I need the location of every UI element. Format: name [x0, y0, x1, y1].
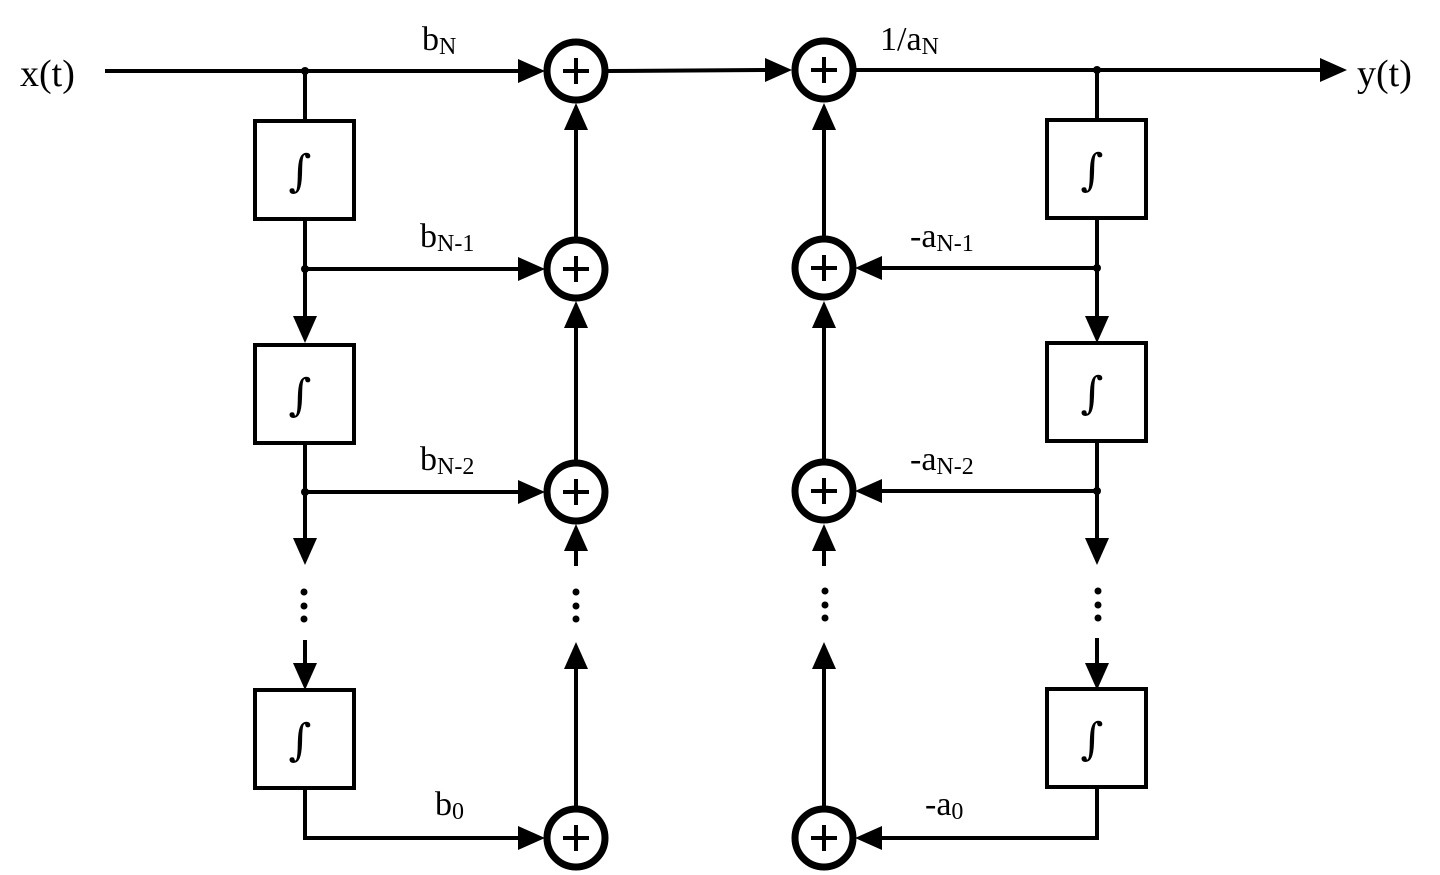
junction-dot [1093, 487, 1101, 495]
gain-label-bN-1: bN-1 [420, 218, 474, 257]
junction-dot [1093, 66, 1101, 74]
arrow-head [855, 826, 882, 850]
arrow-head [564, 301, 588, 328]
junction-dot [301, 67, 309, 75]
arrow-head [518, 480, 545, 504]
junction-dot [1093, 264, 1101, 272]
svg-text:∫: ∫ [1081, 368, 1104, 419]
gain-label-b0: b0 [435, 786, 464, 825]
connector-line [303, 788, 520, 840]
plus-icon [811, 478, 837, 504]
svg-text:∫: ∫ [289, 370, 312, 421]
arrow-head [1085, 316, 1109, 343]
arrow-head [564, 103, 588, 130]
gain-label-bN: bN [422, 21, 456, 60]
arrow-head [855, 256, 882, 280]
svg-text:∫: ∫ [1081, 145, 1104, 196]
gain-label-a0: -a0 [925, 786, 963, 825]
arrow-head [564, 524, 588, 551]
arrow-head [765, 58, 792, 82]
integrator-block: ∫ [1045, 118, 1148, 220]
arrow-head [812, 301, 836, 328]
plus-icon [563, 479, 589, 505]
junction-dot [301, 265, 309, 273]
arrow-head [855, 479, 882, 503]
arrow-head [293, 538, 317, 565]
plus-icon [563, 256, 589, 282]
plus-icon [811, 825, 837, 851]
summing-junction [543, 236, 609, 302]
summing-junction [791, 458, 857, 524]
integrator-block: ∫ [253, 119, 356, 221]
ellipsis-dots [300, 587, 1102, 623]
svg-text:∫: ∫ [289, 715, 312, 766]
arrow-head [1085, 538, 1109, 565]
output-label: y(t) [1357, 53, 1412, 95]
plus-icon [563, 825, 589, 851]
plus-icon [811, 255, 837, 281]
arrow-head [812, 524, 836, 551]
summing-junction [543, 805, 609, 871]
gain-label-bN-2: bN-2 [420, 441, 474, 480]
arrow-head [293, 316, 317, 343]
gain-label-aN-1: -aN-1 [910, 218, 974, 257]
summing-junction [791, 805, 857, 871]
plus-icon [811, 57, 837, 83]
integrator-block: ∫ [253, 688, 356, 790]
connector-line [880, 787, 1099, 840]
svg-text:∫: ∫ [289, 146, 312, 197]
arrow-head [564, 642, 588, 669]
arrow-head [812, 103, 836, 130]
junction-dot [301, 488, 309, 496]
arrow-head [518, 257, 545, 281]
connector-line [607, 68, 769, 73]
summing-junction [543, 459, 609, 525]
summing-junction [791, 37, 857, 103]
gain-label-1-over-aN: 1/aN [880, 21, 939, 60]
gain-label-aN-2: -aN-2 [910, 441, 974, 480]
summing-junction [543, 38, 609, 104]
arrow-head [293, 663, 317, 690]
plus-icon [563, 58, 589, 84]
summing-junction [791, 235, 857, 301]
arrow-head [518, 59, 545, 83]
integrator-block: ∫ [1045, 687, 1148, 789]
arrow-head [1085, 663, 1109, 690]
input-label: x(t) [20, 53, 75, 95]
arrow-head [812, 642, 836, 669]
arrow-head [1320, 58, 1347, 82]
integrator-block: ∫ [1045, 341, 1148, 443]
svg-text:∫: ∫ [1081, 714, 1104, 765]
arrow-head [518, 826, 545, 850]
integrator-block: ∫ [253, 343, 356, 445]
